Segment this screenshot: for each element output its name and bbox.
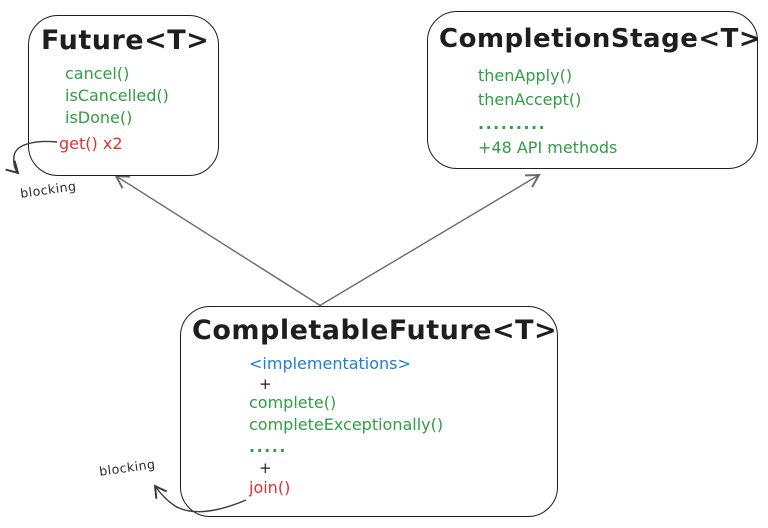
arrow-cf-to-completionstage: [318, 173, 541, 307]
method-list-completion-stage: thenApply() thenAccept() ......... +48 A…: [478, 64, 757, 160]
method-get: get() x2: [59, 134, 123, 153]
class-box-completion-stage: CompletionStage<T> thenApply() thenAccep…: [427, 11, 762, 169]
method-isdone: isDone(): [65, 108, 133, 127]
class-box-completable-future: CompletableFuture<T> <implementations> +…: [180, 306, 558, 517]
plus-separator: +: [259, 375, 272, 393]
method-complete: complete(): [249, 393, 337, 412]
method-join: join(): [249, 478, 291, 497]
method-list-completable-future: <implementations> + complete() completeE…: [249, 353, 557, 499]
method-cancel: cancel(): [65, 64, 130, 83]
method-ellipsis: .....: [249, 437, 287, 456]
method-list-future: cancel() isCancelled() isDone() get() x2: [59, 63, 218, 155]
method-api-count: +48 API methods: [478, 138, 618, 157]
class-box-future: Future<T> cancel() isCancelled() isDone(…: [28, 15, 219, 176]
method-iscancelled: isCancelled(): [65, 86, 169, 105]
plus-separator: +: [259, 459, 272, 477]
class-title-completable-future: CompletableFuture<T>: [192, 315, 558, 346]
method-thenaccept: thenAccept(): [478, 90, 582, 109]
method-implementations: <implementations>: [249, 354, 411, 373]
method-completeexceptionally: completeExceptionally(): [249, 415, 444, 434]
method-thenapply: thenApply(): [478, 66, 573, 85]
blocking-label-bottom: blocking: [98, 456, 157, 479]
blocking-label-top: blocking: [19, 178, 78, 201]
class-title-completion-stage: CompletionStage<T>: [439, 24, 762, 54]
arrow-cf-to-future: [114, 174, 322, 307]
class-title-future: Future<T>: [41, 25, 210, 56]
method-ellipsis: .........: [478, 114, 547, 133]
